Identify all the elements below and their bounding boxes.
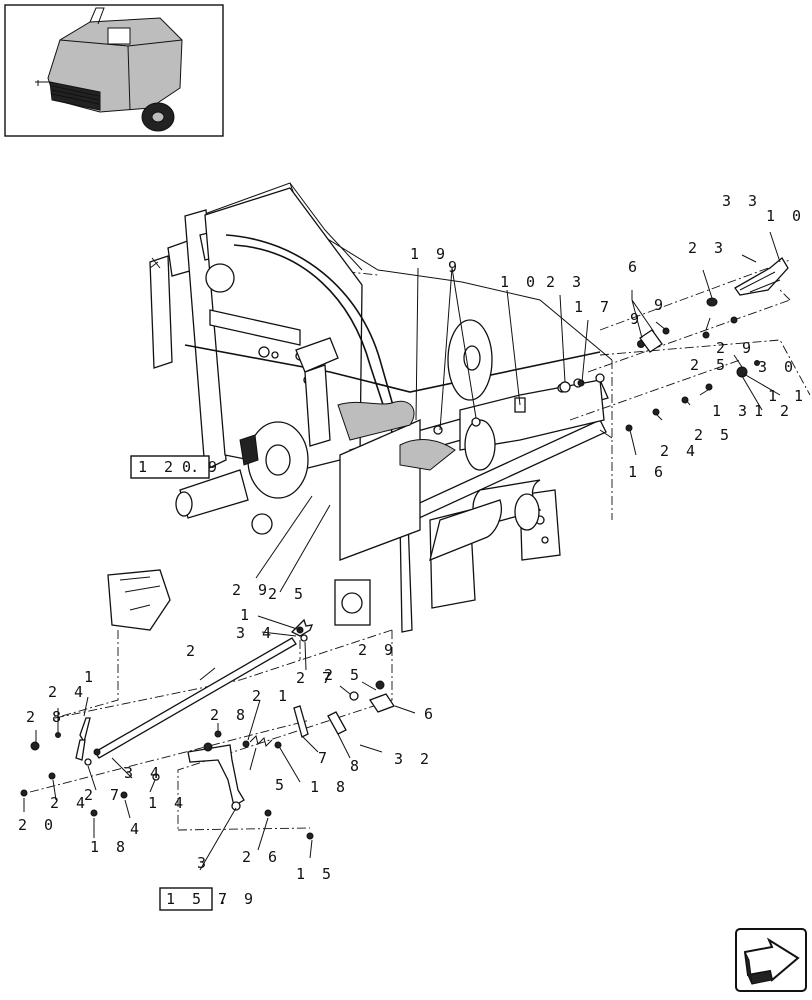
reference-boxed-text: 1 5 . bbox=[166, 890, 231, 908]
callout-26: 2 6 bbox=[242, 848, 281, 866]
callout-16: 1 6 bbox=[628, 463, 667, 481]
callout-2: 2 bbox=[186, 642, 199, 660]
callout-8: 8 bbox=[350, 757, 363, 775]
callout-11: 1 1 bbox=[768, 387, 807, 405]
callout-25: 2 5 bbox=[690, 356, 729, 374]
callout-18: 1 8 bbox=[310, 778, 349, 796]
callout-9: 9 bbox=[630, 310, 643, 328]
exploded-parts-lower bbox=[20, 618, 395, 840]
callout-28: 2 8 bbox=[26, 708, 65, 726]
callout-23: 2 3 bbox=[688, 239, 727, 257]
callout-6: 6 bbox=[424, 705, 437, 723]
callout-4: 4 bbox=[130, 820, 143, 838]
callout-7: 7 bbox=[318, 749, 331, 767]
callout-1: 1 bbox=[84, 668, 97, 686]
baler-thumbnail bbox=[4, 4, 224, 137]
callout-27: 2 7 bbox=[296, 669, 335, 687]
callout-5: 5 bbox=[275, 776, 288, 794]
next-page-arrow-icon[interactable] bbox=[735, 928, 807, 992]
callout-12: 1 2 bbox=[754, 402, 793, 420]
callout-13: 1 3 bbox=[712, 402, 751, 420]
page-reference-12-09[interactable]: 1 2 . 0 9 bbox=[130, 455, 221, 479]
baler-frame bbox=[29, 182, 811, 831]
callout-25: 2 5 bbox=[324, 666, 363, 684]
reference-tail-text: 7 9 bbox=[218, 890, 257, 908]
callout-18: 1 8 bbox=[90, 838, 129, 856]
callout-1: 1 bbox=[240, 606, 253, 624]
callout-23: 2 3 bbox=[546, 273, 585, 291]
callout-27: 2 7 bbox=[84, 786, 123, 804]
callout-17: 1 7 bbox=[574, 298, 613, 316]
callout-28: 2 8 bbox=[210, 706, 249, 724]
callout-14: 1 4 bbox=[148, 794, 187, 812]
reference-boxed-text: 1 2 . bbox=[138, 458, 203, 476]
callout-25: 2 5 bbox=[694, 426, 733, 444]
leader-lines bbox=[23, 231, 781, 871]
callout-21: 2 1 bbox=[252, 687, 291, 705]
callout-3: 3 bbox=[197, 854, 210, 872]
callout-33: 3 3 bbox=[722, 192, 761, 210]
callout-24: 2 4 bbox=[50, 794, 89, 812]
callout-24: 2 4 bbox=[48, 683, 87, 701]
callout-29: 2 9 bbox=[358, 641, 397, 659]
callout-34: 3 4 bbox=[236, 624, 275, 642]
callout-15: 1 5 bbox=[296, 865, 335, 883]
reference-tail-text: 0 9 bbox=[182, 458, 221, 476]
callout-30: 3 0 bbox=[758, 358, 797, 376]
callout-9: 9 bbox=[448, 258, 461, 276]
callout-25: 2 5 bbox=[268, 585, 307, 603]
callout-32: 3 2 bbox=[394, 750, 433, 768]
callout-10: 1 0 bbox=[500, 273, 539, 291]
callout-9: 9 bbox=[654, 296, 667, 314]
callout-labels: 3 3 1 0 1 9 9 1 0 2 3 1 7 6 2 3 9 9 2 9 … bbox=[18, 192, 807, 883]
callout-29: 2 9 bbox=[716, 339, 755, 357]
callout-10: 1 0 bbox=[766, 207, 805, 225]
callout-19: 1 9 bbox=[410, 245, 449, 263]
exploded-parts-upper bbox=[514, 257, 789, 439]
callout-6: 6 bbox=[628, 258, 641, 276]
callout-34: 3 4 bbox=[124, 764, 163, 782]
callout-24: 2 4 bbox=[660, 442, 699, 460]
callout-20: 2 0 bbox=[18, 816, 57, 834]
page-reference-15-79[interactable]: 1 5 . 7 9 bbox=[159, 887, 257, 911]
callout-29: 2 9 bbox=[232, 581, 271, 599]
